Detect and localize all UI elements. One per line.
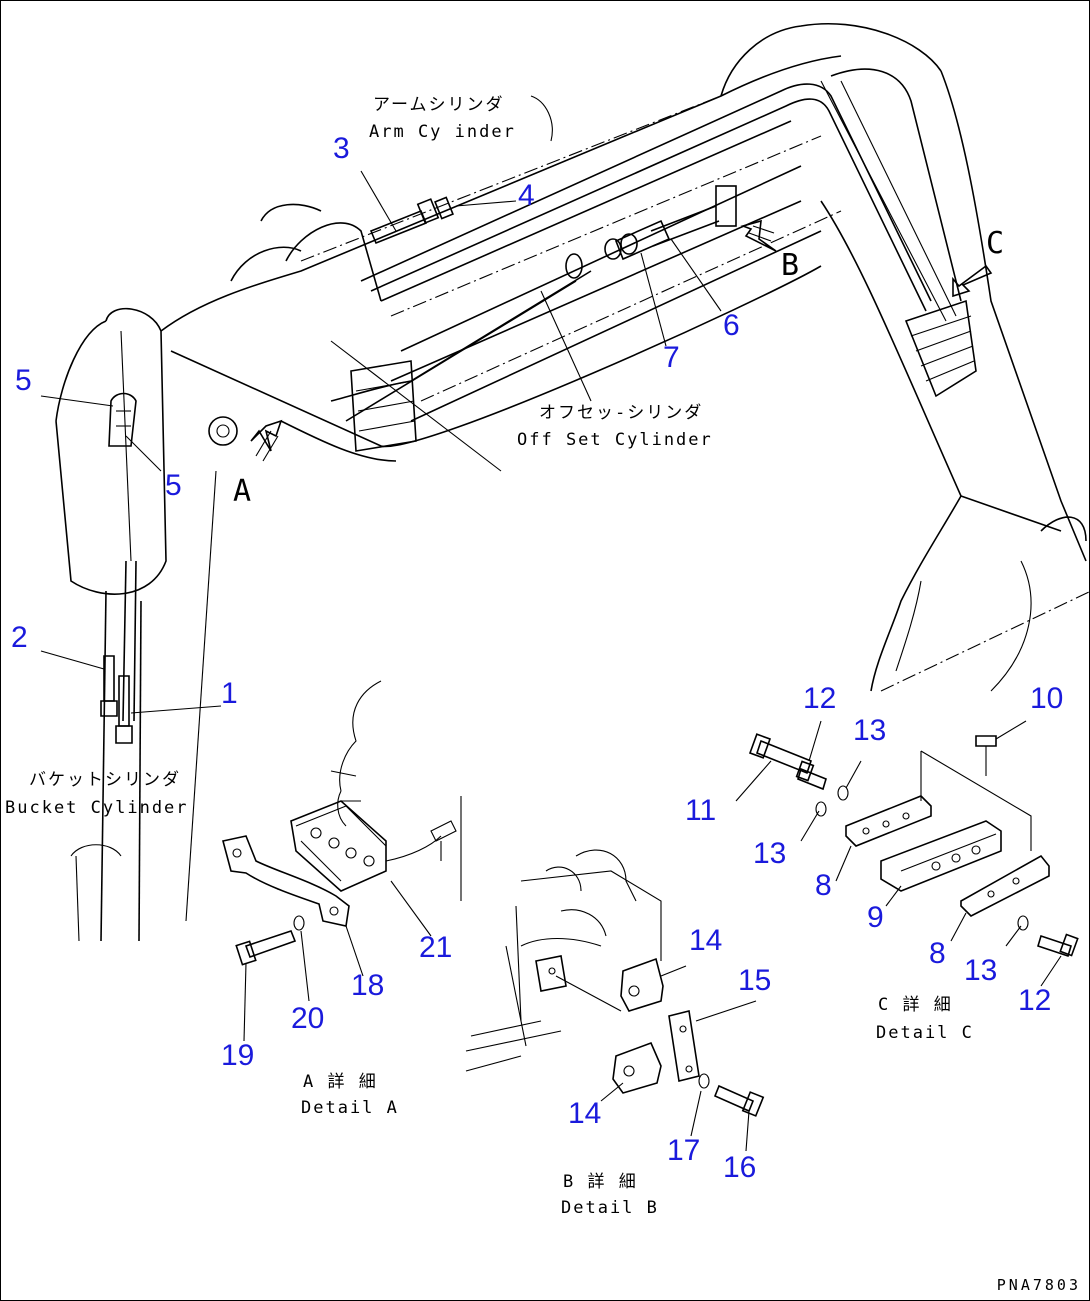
view-label-a: A — [233, 474, 252, 509]
callout-2: 2 — [11, 621, 28, 654]
callout-17: 17 — [667, 1134, 701, 1167]
view-arrows — [250, 219, 993, 462]
callout-7: 7 — [663, 341, 680, 374]
detail-a-drawing — [222, 680, 462, 1042]
callout-13-lower: 13 — [964, 954, 998, 987]
arm-assembly-outline — [55, 22, 1089, 942]
callout-20: 20 — [291, 1002, 325, 1035]
callout-8-upper: 8 — [815, 869, 832, 902]
callout-16: 16 — [723, 1151, 757, 1184]
callout-15: 15 — [738, 964, 772, 997]
callout-12-lower: 12 — [1018, 984, 1052, 1017]
callout-9: 9 — [867, 901, 884, 934]
arm-cylinder-label-en: Arm Cy inder — [369, 122, 516, 142]
callout-14-lower: 14 — [568, 1097, 602, 1130]
callout-5-lower: 5 — [165, 469, 182, 502]
view-label-c: C — [986, 226, 1005, 261]
callout-4: 4 — [518, 179, 535, 212]
detail-c-title-jp: C 詳 細 — [878, 995, 953, 1015]
callout-11: 11 — [685, 794, 717, 827]
callout-5-upper: 5 — [15, 364, 32, 397]
callout-13-upper: 13 — [853, 714, 887, 747]
callout-6: 6 — [723, 309, 740, 342]
offset-cylinder-label-jp: オフセッ-シリンダ — [539, 403, 704, 423]
callout-10: 10 — [1030, 682, 1064, 715]
detail-c-title-en: Detail C — [876, 1023, 974, 1043]
main-view-hardware — [100, 196, 671, 744]
callout-12-upper: 12 — [803, 682, 837, 715]
callout-21: 21 — [419, 931, 453, 964]
callout-13-middle: 13 — [753, 837, 787, 870]
callout-14-upper: 14 — [689, 924, 723, 957]
callout-1: 1 — [221, 677, 238, 710]
drawing-code: PNA7803 — [996, 1276, 1081, 1294]
leader-lines — [40, 95, 722, 714]
detail-b-title-jp: B 詳 細 — [563, 1172, 638, 1192]
detail-b-drawing — [465, 849, 765, 1152]
offset-cylinder-label-en: Off Set Cylinder — [517, 430, 713, 450]
callout-8-lower: 8 — [929, 937, 946, 970]
detail-a-title-en: Detail A — [301, 1098, 399, 1118]
bucket-cylinder-label-jp: バケットシリンダ — [29, 770, 181, 790]
callout-3: 3 — [333, 132, 350, 165]
arm-cylinder-label-jp: アームシリンダ — [373, 95, 505, 115]
detail-b-title-en: Detail B — [561, 1198, 659, 1218]
callout-19: 19 — [221, 1039, 255, 1072]
detail-c-drawing — [735, 720, 1079, 987]
detail-a-title-jp: A 詳 細 — [303, 1072, 378, 1092]
callout-18: 18 — [351, 969, 385, 1002]
bucket-cylinder-label-en: Bucket Cylinder — [5, 798, 189, 818]
view-label-b: B — [781, 248, 800, 283]
